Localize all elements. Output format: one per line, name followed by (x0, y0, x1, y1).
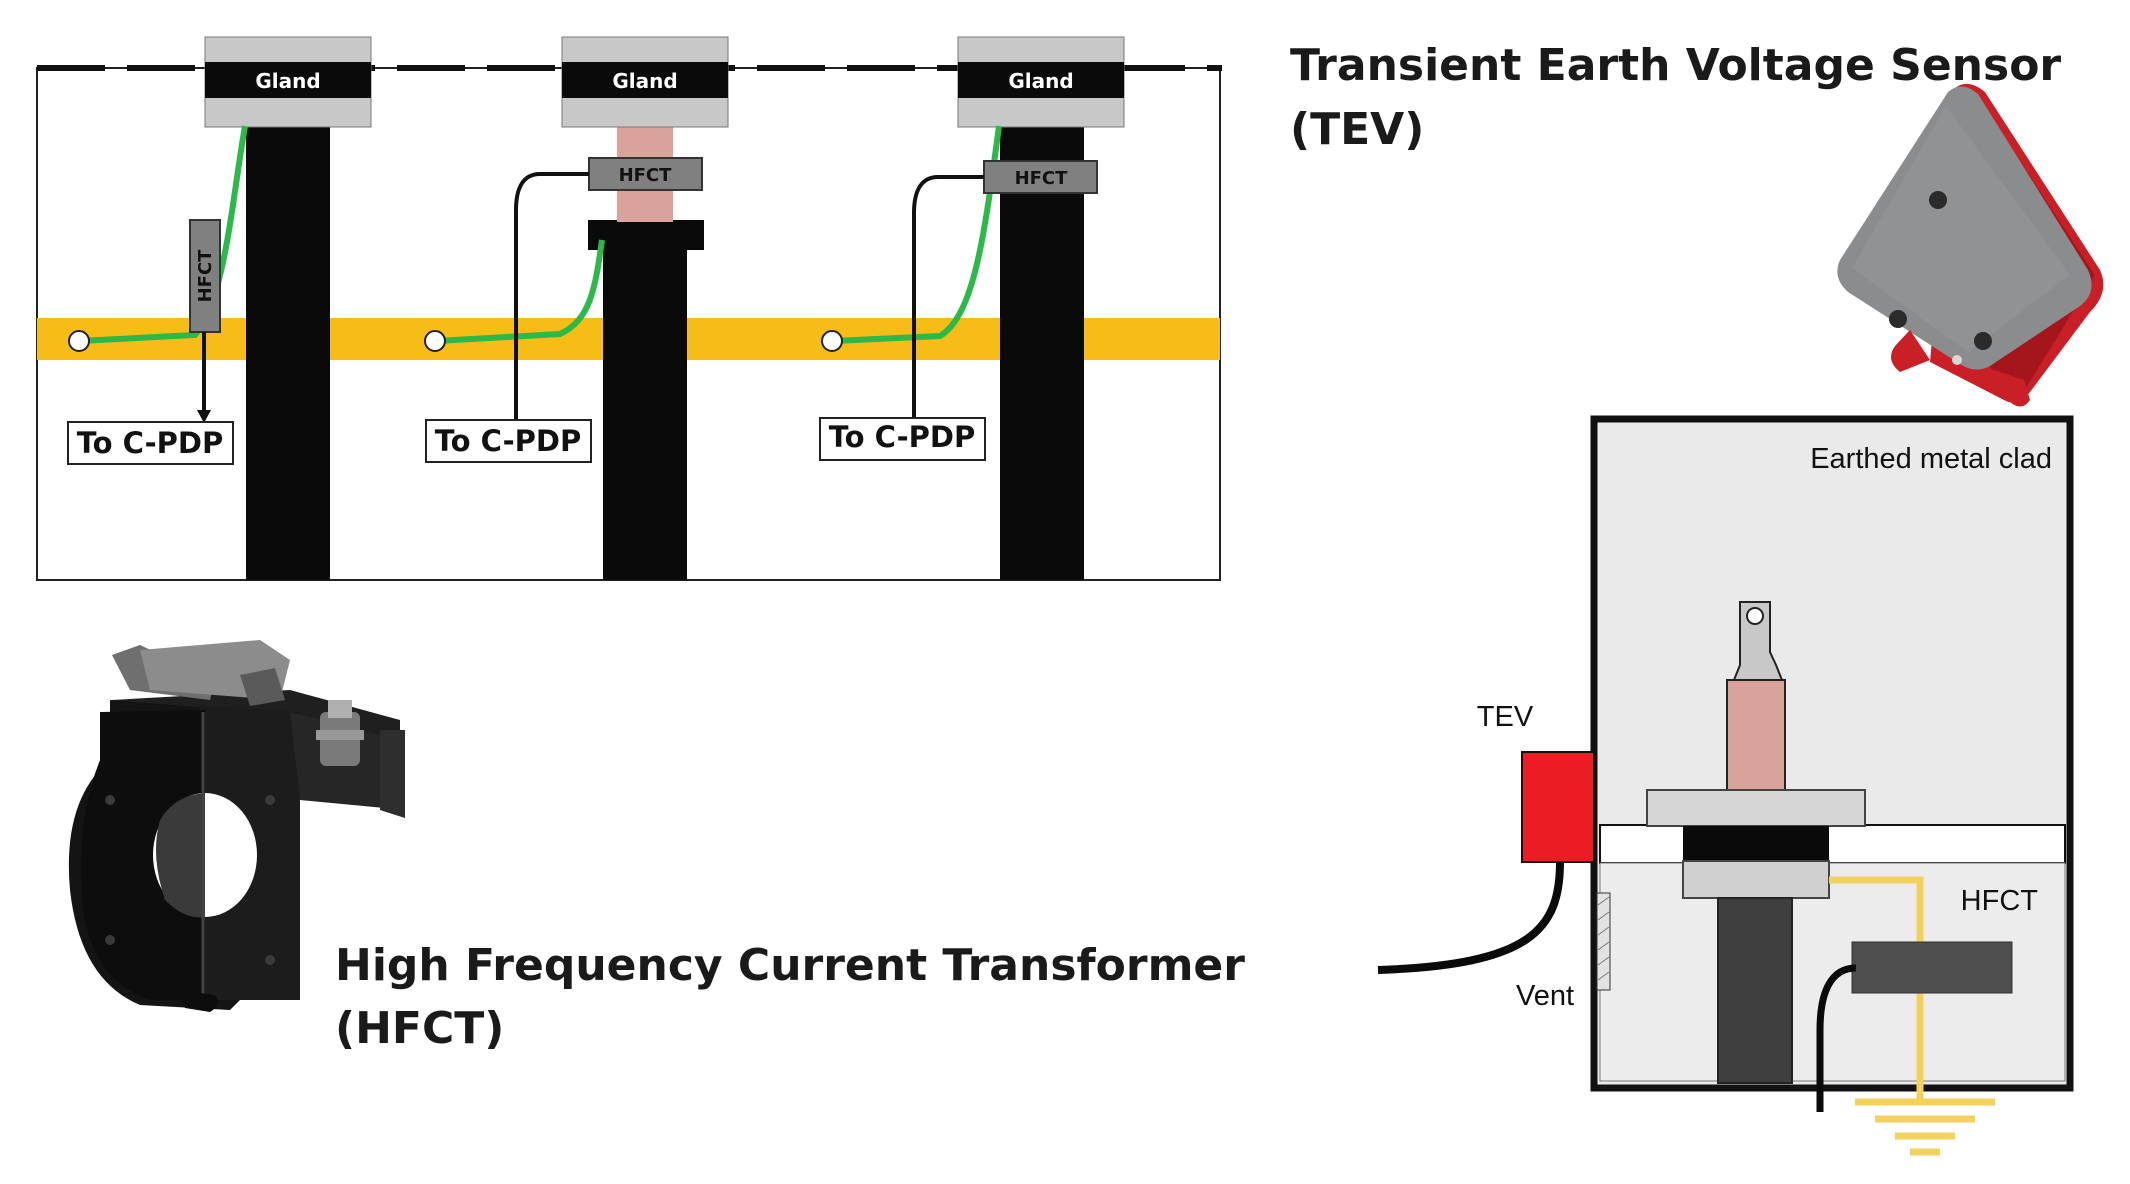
hfct-sensor-1-label: HFCT (195, 249, 216, 303)
switchgear-hfct-label: HFCT (1961, 885, 2039, 917)
gland-1: Gland (204, 36, 372, 128)
earth-wire-2 (435, 239, 605, 344)
signal-lead-2 (514, 172, 589, 420)
busbar-terminal (1732, 601, 1784, 681)
cable-1 (246, 126, 330, 580)
to-cpdp-box-3: To C-PDP (819, 417, 986, 461)
switchgear-tev-lead (1377, 861, 1564, 974)
signal-lead-1-arrowhead (197, 410, 211, 423)
enclosure-label: Earthed metal clad (1810, 443, 2052, 475)
gland-2-label: Gland (612, 69, 677, 93)
earth-bolt-3 (821, 330, 843, 352)
hfct-sensor-2-label: HFCT (619, 165, 673, 186)
to-cpdp-label-3: To C-PDP (829, 420, 976, 454)
hfct-sensor-1: HFCT (189, 219, 221, 333)
bushing (1726, 679, 1786, 791)
hfct-sensor-3: HFCT (983, 160, 1098, 194)
switchgear-tev-label: TEV (1477, 701, 1534, 733)
switchgear-hfct (1851, 941, 2013, 994)
earth-conductor (1829, 876, 1924, 1102)
gland-2: Gland (561, 36, 729, 128)
tev-section: Transient Earth Voltage Sensor (TEV) (1290, 40, 2104, 407)
hfct-title-line2: (HFCT) (335, 1003, 504, 1054)
to-cpdp-box-2: To C-PDP (425, 419, 592, 463)
partition-plate (1599, 824, 2066, 864)
gland-lower (1682, 860, 1830, 899)
cable-core (1717, 897, 1793, 1084)
gland-body (1683, 826, 1829, 861)
earth-ground-icon (1855, 1098, 1995, 1156)
vent-label: Vent (1516, 980, 1574, 1012)
hfct-title-line1: High Frequency Current Transformer (335, 940, 1245, 991)
earth-bolt-2 (424, 330, 446, 352)
to-cpdp-label-1: To C-PDP (77, 426, 224, 460)
switchgear-hfct-lead (1816, 964, 1857, 1112)
hfct-sensor-3-label: HFCT (1015, 168, 1069, 189)
tev-sensor-icon (1837, 83, 2104, 407)
to-cpdp-box-1: To C-PDP (67, 421, 234, 465)
cable-2-collar (588, 220, 704, 250)
hfct-section: High Frequency Current Transformer (HFCT… (68, 640, 1245, 1054)
switchgear-diagram: Earthed metal clad HFCT (1377, 415, 2074, 1156)
tev-title-line2: (TEV) (1290, 104, 1424, 155)
to-cpdp-label-2: To C-PDP (435, 424, 582, 458)
signal-lead-3 (912, 175, 984, 418)
vent-hatching (1597, 896, 1610, 981)
cable-termination-diagram: Gland Gland Gland HFCT HF (36, 36, 1222, 581)
gland-3-label: Gland (1008, 69, 1073, 93)
gland-3: Gland (957, 36, 1125, 128)
tev-title-line1: Transient Earth Voltage Sensor (1290, 40, 2061, 91)
busbar-terminal-hole (1746, 607, 1764, 625)
earth-bolt-1 (68, 330, 90, 352)
switchgear-tev-sensor (1521, 751, 1595, 863)
hfct-sensor-2: HFCT (588, 157, 703, 191)
cable-2 (603, 240, 687, 580)
gland-1-label: Gland (255, 69, 320, 93)
vent-grille (1596, 892, 1611, 991)
bushing-plate (1646, 789, 1866, 827)
cable-3 (1000, 126, 1084, 580)
hfct-clamp-icon (68, 640, 405, 1012)
